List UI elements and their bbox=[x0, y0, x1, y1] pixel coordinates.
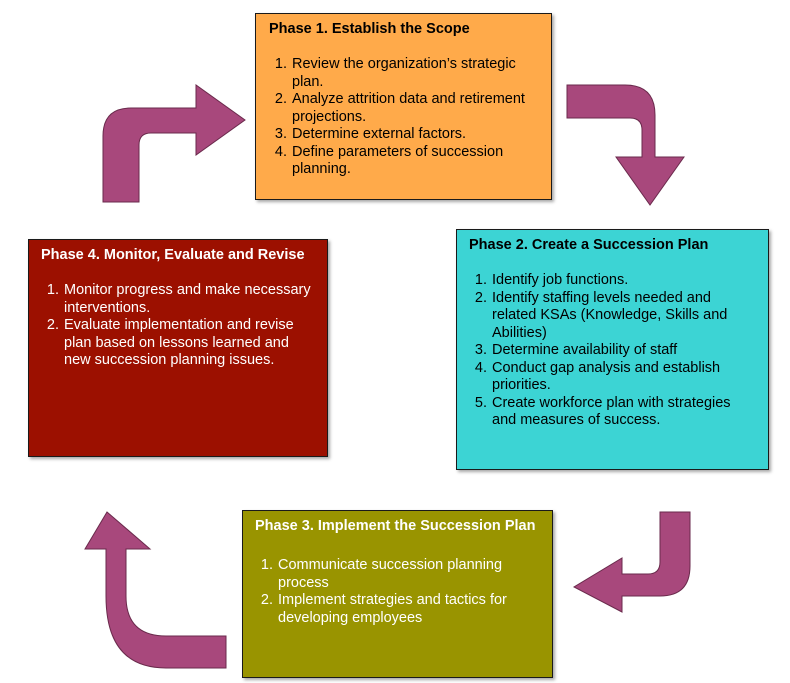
list-item: Evaluate implementation and revise plan … bbox=[63, 317, 317, 370]
phase-1-box: Phase 1. Establish the Scope Review the … bbox=[255, 13, 552, 200]
list-item: Determine availability of staff bbox=[491, 342, 758, 360]
phase-2-steps: Identify job functions. Identify staffin… bbox=[469, 272, 758, 430]
list-item: Determine external factors. bbox=[291, 126, 539, 144]
arrow-phase4-to-phase1 bbox=[102, 84, 246, 203]
phase-4-steps: Monitor progress and make necessary inte… bbox=[41, 282, 317, 370]
list-item: Define parameters of succession planning… bbox=[291, 144, 539, 179]
phase-1-steps: Review the organization’s strategic plan… bbox=[269, 56, 539, 179]
phase-4-box: Phase 4. Monitor, Evaluate and Revise Mo… bbox=[28, 239, 328, 457]
list-item: Create workforce plan with strategies an… bbox=[491, 395, 758, 430]
list-item: Analyze attrition data and retirement pr… bbox=[291, 91, 539, 126]
list-item: Review the organization’s strategic plan… bbox=[291, 56, 539, 91]
phase-2-title: Phase 2. Create a Succession Plan bbox=[469, 237, 709, 253]
arrow-phase2-to-phase3 bbox=[572, 511, 691, 613]
phase-3-box: Phase 3. Implement the Succession Plan C… bbox=[242, 510, 553, 678]
phase-4-title: Phase 4. Monitor, Evaluate and Revise bbox=[41, 247, 305, 263]
phase-3-steps: Communicate succession planning process … bbox=[255, 557, 542, 627]
phase-2-box: Phase 2. Create a Succession Plan Identi… bbox=[456, 229, 769, 470]
list-item: Identify staffing levels needed and rela… bbox=[491, 290, 758, 343]
list-item: Conduct gap analysis and establish prior… bbox=[491, 360, 758, 395]
arrow-phase3-to-phase4-body bbox=[84, 511, 227, 669]
list-item: Implement strategies and tactics for dev… bbox=[277, 592, 542, 627]
phase-1-title: Phase 1. Establish the Scope bbox=[269, 21, 470, 37]
list-item: Monitor progress and make necessary inte… bbox=[63, 282, 317, 317]
phase-3-title: Phase 3. Implement the Succession Plan bbox=[255, 518, 536, 534]
arrow-phase1-to-phase2 bbox=[566, 84, 685, 206]
list-item: Identify job functions. bbox=[491, 272, 758, 290]
list-item: Communicate succession planning process bbox=[277, 557, 542, 592]
